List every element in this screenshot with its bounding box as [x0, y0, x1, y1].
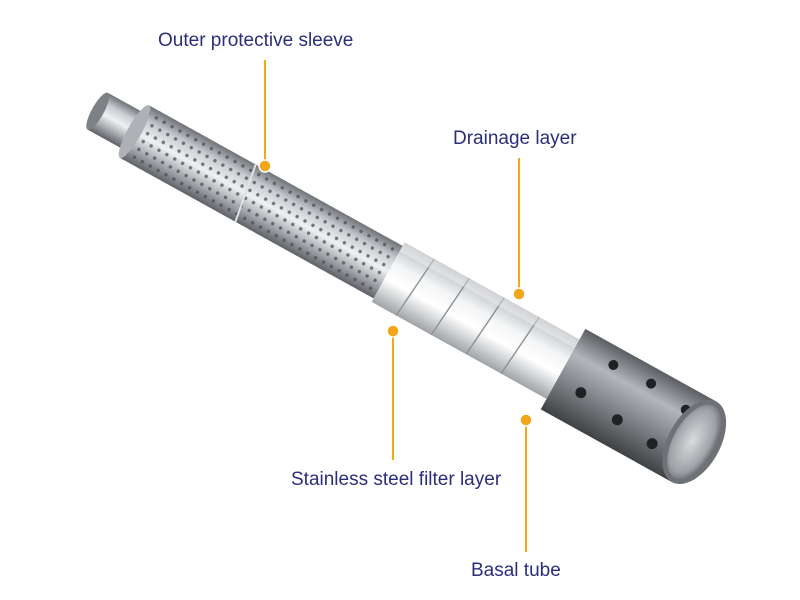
- label-drainage-layer: Drainage layer: [453, 128, 577, 149]
- leader-drainage-layer: [512, 158, 526, 301]
- pipe-assembly: [86, 92, 727, 485]
- leader-outer-sleeve: [258, 60, 272, 173]
- basal-tube: [540, 328, 727, 485]
- leader-basal-tube: [519, 413, 533, 552]
- label-basal-tube: Basal tube: [471, 560, 561, 581]
- filter-layer-wraps: [371, 242, 580, 399]
- outer-protective-sleeve: [118, 105, 403, 299]
- label-outer-protective-sleeve: Outer protective sleeve: [158, 30, 354, 51]
- label-stainless-steel-filter-layer: Stainless steel filter layer: [291, 469, 502, 490]
- leader-filter-layer: [386, 324, 400, 460]
